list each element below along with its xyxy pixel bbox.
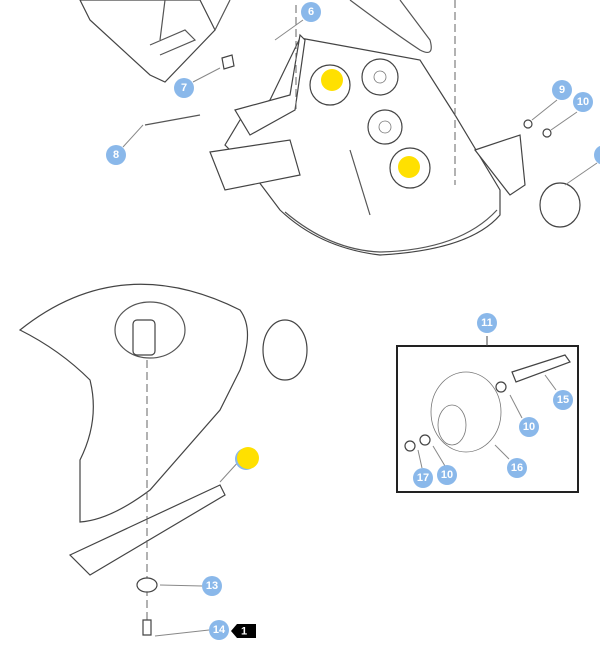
callout-8[interactable]: 8 [106,145,126,165]
svg-text:10: 10 [577,96,589,108]
svg-text:9: 9 [559,84,565,96]
gauge-wheel-bracket [474,134,526,196]
chute-assembly [79,0,235,83]
callout-10[interactable]: 10 [519,417,539,437]
callout-15[interactable]: 15 [553,390,573,410]
quantity-tag: 1 [231,624,256,638]
pulley [361,58,399,96]
svg-text:14: 14 [213,624,226,636]
gauge-wheel [262,319,308,381]
gauge-wheel [539,182,581,228]
highlight-marker[interactable] [398,156,420,178]
inset-wheel-detail [396,336,579,493]
svg-text:10: 10 [523,421,535,433]
axle-bolt [511,354,571,383]
callout-partial[interactable] [594,145,600,165]
rod [144,114,201,126]
svg-text:17: 17 [417,472,429,484]
callout-7[interactable]: 7 [174,78,194,98]
highlight-marker[interactable] [237,447,259,469]
callout-16[interactable]: 16 [507,458,527,478]
highlight-marker[interactable] [321,69,343,91]
svg-text:8: 8 [113,149,119,161]
washer [542,128,552,138]
blade-bolt [142,619,152,636]
callout-17[interactable]: 17 [413,468,433,488]
callout-6[interactable]: 6 [301,2,321,22]
svg-text:13: 13 [206,580,218,592]
svg-text:10: 10 [441,469,453,481]
blade-housing [18,283,308,636]
svg-text:1: 1 [241,626,247,638]
drive-belt [349,0,432,53]
leader-lines [122,19,598,637]
svg-text:11: 11 [481,317,493,329]
svg-text:16: 16 [511,462,523,474]
svg-text:6: 6 [308,6,314,18]
deck-bracket [209,139,301,191]
svg-text:7: 7 [181,82,187,94]
callout-10[interactable]: 10 [573,92,593,112]
callout-10[interactable]: 10 [437,465,457,485]
callout-14[interactable]: 14 [209,620,229,640]
blade-washer [136,577,158,593]
spring [349,149,371,216]
callout-9[interactable]: 9 [552,80,572,100]
svg-text:15: 15 [557,394,569,406]
callout-11[interactable]: 11 [477,313,497,333]
callout-13[interactable]: 13 [202,576,222,596]
nut [523,119,533,129]
mower-deck [144,0,581,256]
pulley [367,109,403,145]
